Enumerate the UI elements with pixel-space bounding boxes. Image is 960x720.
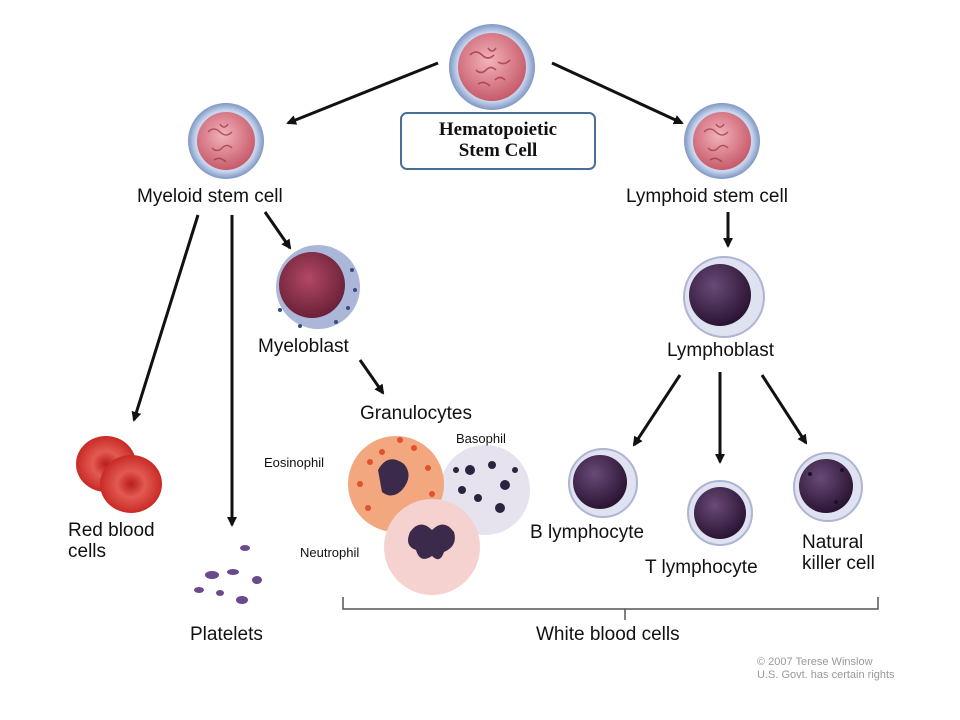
title-line-2: Stem Cell: [458, 140, 538, 161]
arrows: [131, 61, 808, 527]
label-myeloid-stem-cell: Myeloid stem cell: [137, 186, 283, 207]
arrow-myeloid-to-myeloblast: [263, 211, 292, 250]
copyright-credit: © 2007 Terese Winslow U.S. Govt. has cer…: [757, 656, 895, 681]
label-b-lymphocyte: B lymphocyte: [530, 522, 645, 543]
myeloblast-cell: [276, 245, 360, 329]
label-red-blood-cells: Red blood cells: [68, 520, 155, 563]
arrow-lymphoblast-to-nk: [760, 374, 808, 445]
arrow-stem-to-myeloid: [286, 61, 439, 125]
myeloid-stem-cell: [188, 103, 264, 179]
t-lymphocyte-cell: [687, 480, 753, 546]
label-eosinophil: Eosinophil: [264, 455, 324, 470]
platelets-cluster: [194, 545, 262, 604]
label-neutrophil: Neutrophil: [300, 545, 360, 560]
b-lymphocyte-cell: [568, 448, 638, 518]
arrow-myeloid-to-rbc: [131, 214, 200, 422]
label-lymphoblast: Lymphoblast: [667, 340, 775, 361]
title-box: Hematopoietic Stem Cell: [400, 112, 596, 170]
arrow-myeloblast-to-granulocytes: [358, 359, 385, 395]
hematopoietic-stem-cell: [449, 24, 535, 110]
label-basophil: Basophil: [456, 431, 506, 446]
title-line-1: Hematopoietic: [438, 119, 558, 141]
lymphoblast-cell: [683, 256, 765, 338]
natural-killer-cell: [793, 452, 863, 522]
label-lymphoid-stem-cell: Lymphoid stem cell: [626, 186, 788, 207]
label-natural-killer-cell: Natural killer cell: [802, 532, 875, 575]
white-blood-cells-bracket: [342, 597, 879, 620]
label-t-lymphocyte: T lymphocyte: [645, 557, 758, 578]
label-granulocytes: Granulocytes: [360, 403, 472, 424]
label-white-blood-cells: White blood cells: [536, 624, 680, 645]
lymphoid-stem-cell: [684, 103, 760, 179]
label-platelets: Platelets: [190, 624, 263, 645]
label-myeloblast: Myeloblast: [258, 336, 349, 357]
red-blood-cells: [76, 436, 162, 513]
neutrophil-cell: [384, 499, 480, 595]
arrow-lymphoblast-to-b: [632, 374, 682, 447]
arrow-stem-to-lymphoid: [551, 61, 684, 125]
